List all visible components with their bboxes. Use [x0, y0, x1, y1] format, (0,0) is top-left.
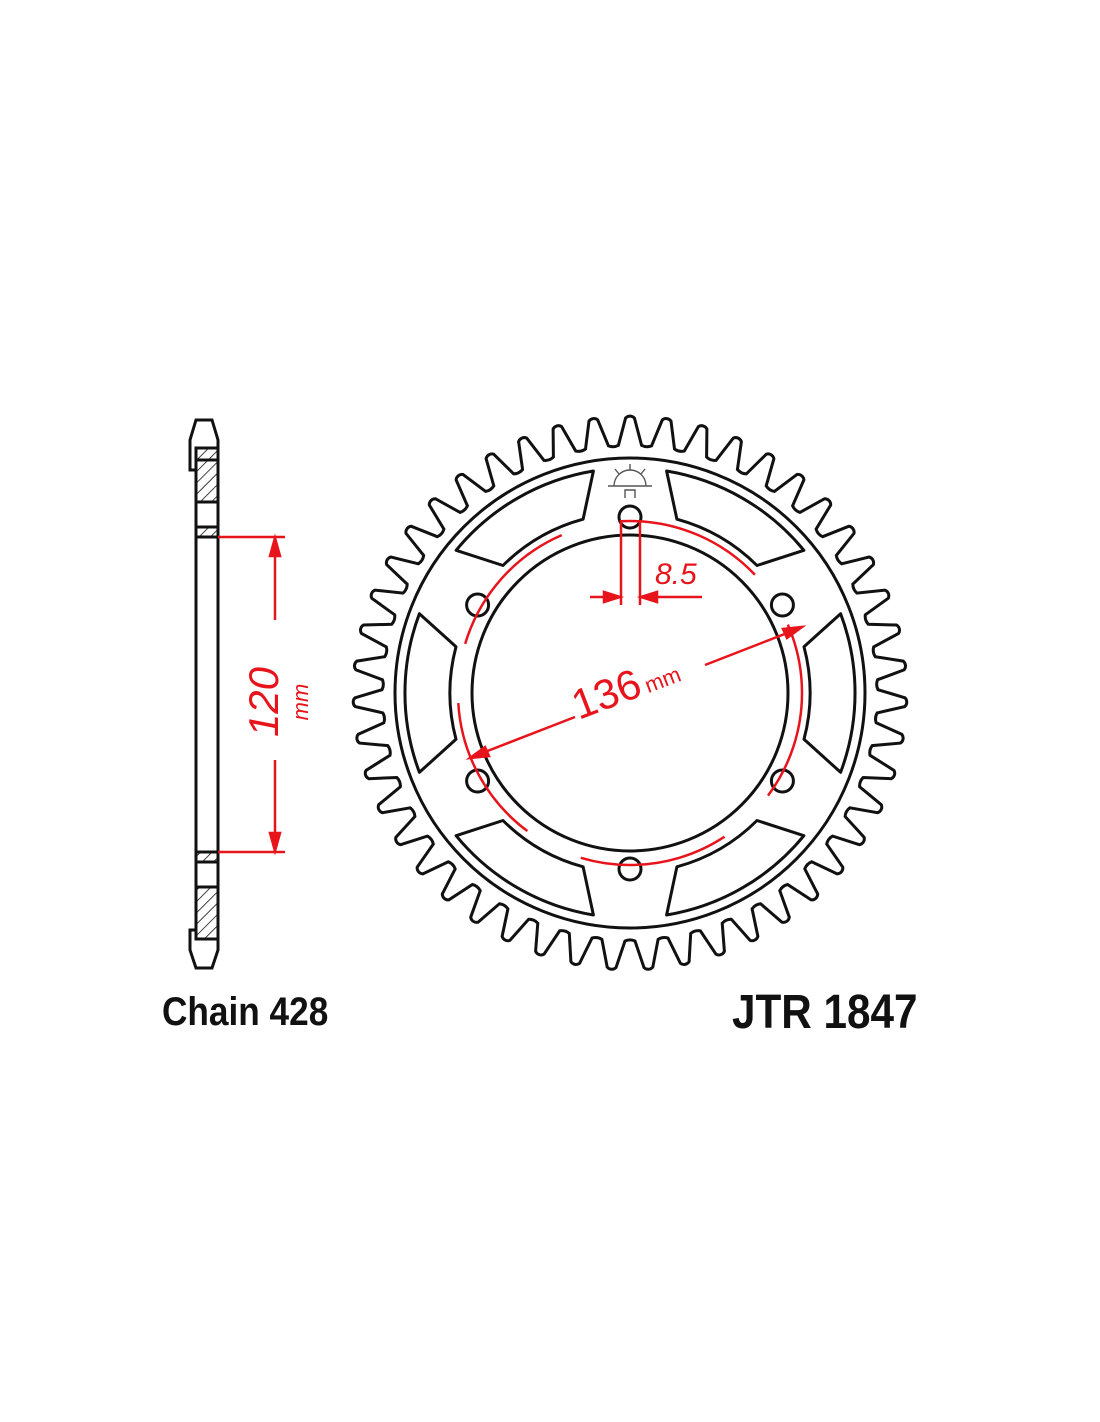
- lightening-window: [665, 469, 806, 567]
- bolt-hole-dimension: 8.5: [655, 558, 697, 591]
- ring-outline: [393, 456, 867, 930]
- hub-height-value: 120: [240, 666, 287, 738]
- bolt-circle: [456, 519, 804, 867]
- dimension-120: 120 mm: [240, 647, 314, 757]
- dimension-lines: [218, 519, 807, 867]
- sprocket-teeth: [351, 414, 909, 971]
- lightening-window: [403, 612, 458, 774]
- jt-logo-icon: [608, 464, 652, 498]
- hub-height-unit: mm: [288, 683, 313, 721]
- bolt-hole: [465, 768, 491, 794]
- lightening-window: [665, 819, 806, 917]
- lightening-window: [454, 469, 595, 567]
- bolt-hole: [465, 592, 491, 618]
- lightening-window: [802, 612, 857, 774]
- center-bore: [470, 533, 790, 853]
- sprocket-face-view: [351, 414, 909, 971]
- chain-label: Chain 428: [162, 990, 329, 1034]
- side-profile: [188, 418, 220, 970]
- lightening-window: [454, 819, 595, 917]
- bolt-hole: [617, 856, 643, 882]
- bolt-hole: [769, 768, 795, 794]
- bolt-circle-unit: mm: [641, 661, 685, 698]
- part-number: JTR 1847: [732, 986, 918, 1039]
- lightening-windows: [403, 469, 857, 917]
- bolt-holes: [465, 504, 795, 882]
- bolt-hole: [769, 592, 795, 618]
- bolt-hole: [617, 504, 643, 530]
